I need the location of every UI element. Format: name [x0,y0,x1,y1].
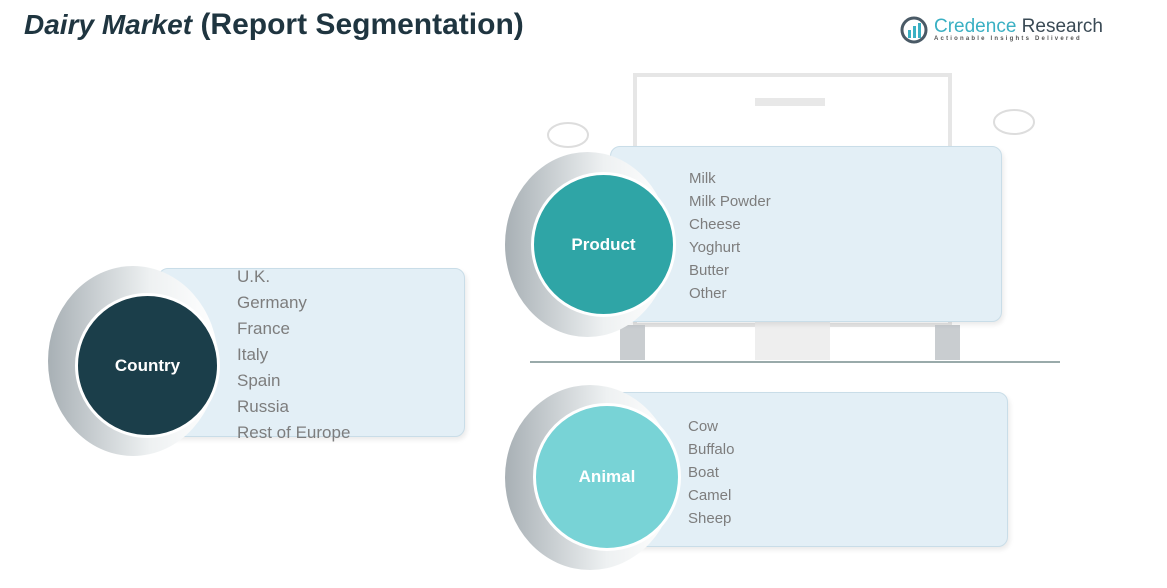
title-rest: (Report Segmentation) [200,8,524,41]
list-item: France [237,319,290,338]
list-item: Sheep [688,510,732,527]
animal-list: Cow Buffalo Boat Camel Sheep [688,415,734,530]
logo-name-b: Research [1021,16,1103,37]
list-item: Camel [688,487,732,504]
list-item: U.K. [237,267,271,286]
background-illustration [530,73,1060,363]
product-list: Milk Milk Powder Cheese Yoghurt Butter O… [689,167,771,305]
list-item: Boat [688,464,719,481]
logo-tagline: Actionable Insights Delivered [934,36,1082,42]
list-item: Rest of Europe [237,423,351,442]
country-list: U.K. Germany France Italy Spain Russia R… [237,264,350,446]
list-item: Cheese [689,216,741,233]
logo-icon [900,16,928,44]
animal-label: Animal [578,467,636,486]
brand-logo: Credence Research Actionable Insights De… [900,16,1103,44]
list-item: Russia [237,397,289,416]
list-item: Germany [237,293,307,312]
list-item: Milk [689,170,716,187]
animal-circle: Animal [533,403,681,551]
product-circle: Product [531,172,676,317]
list-item: Milk Powder [689,193,771,210]
list-item: Butter [689,262,730,279]
list-item: Buffalo [688,441,735,458]
list-item: Yoghurt [689,239,741,256]
list-item: Cow [688,418,719,435]
country-label: Country [114,355,181,375]
list-item: Other [689,285,727,302]
logo-name-a: Credence [934,16,1017,37]
list-item: Spain [237,371,281,390]
country-circle: Country [75,293,220,438]
list-item: Italy [237,345,269,364]
page-title: Dairy Market (Report Segmentation) [24,8,524,42]
title-italic: Dairy Market [24,9,193,40]
product-label: Product [571,234,636,254]
